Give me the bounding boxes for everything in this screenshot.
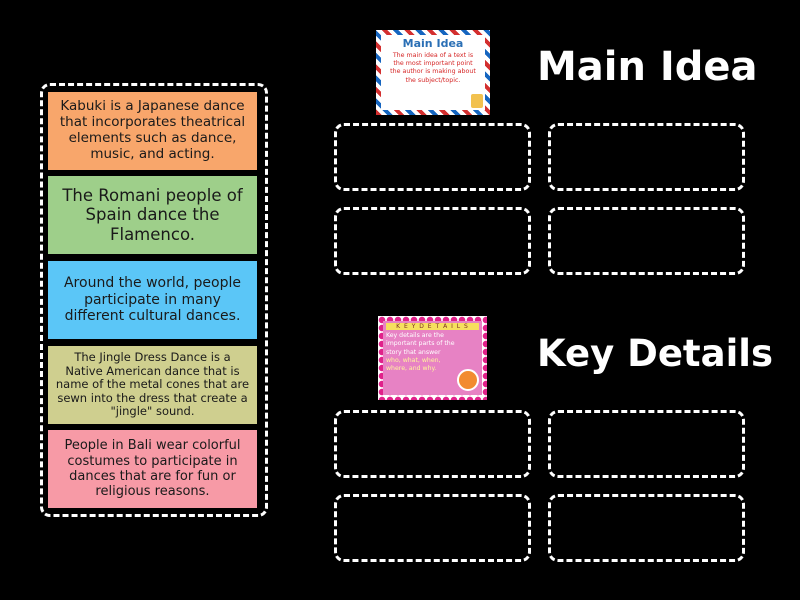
main-idea-thumbnail-line: the author is making about bbox=[390, 68, 476, 76]
main-idea-drop-slot-2[interactable] bbox=[548, 123, 745, 191]
character-icon bbox=[457, 369, 479, 391]
card-tray bbox=[40, 83, 268, 517]
key-details-drop-slot-4[interactable] bbox=[548, 494, 745, 562]
main-idea-drop-slot-3[interactable] bbox=[334, 207, 531, 275]
key-details-thumbnail-card: K E Y D E T A I L S Key details are the … bbox=[383, 321, 482, 395]
key-details-drop-slot-3[interactable] bbox=[334, 494, 531, 562]
main-idea-thumbnail-card: Main Idea The main idea of a text is the… bbox=[381, 35, 485, 110]
key-details-thumbnail-line: who, what, when, bbox=[386, 357, 441, 365]
draggable-card-jingle-dress[interactable]: The Jingle Dress Dance is a Native Ameri… bbox=[48, 346, 257, 424]
key-details-heading: Key Details bbox=[537, 332, 773, 375]
key-details-thumbnail-line: important parts of the bbox=[386, 340, 455, 348]
key-details-drop-slot-1[interactable] bbox=[334, 410, 531, 478]
key-details-letter-banner: K E Y D E T A I L S bbox=[386, 323, 479, 330]
key-details-thumbnail-line: Key details are the bbox=[386, 332, 444, 339]
draggable-card-kabuki[interactable]: Kabuki is a Japanese dance that incorpor… bbox=[48, 92, 257, 170]
key-details-thumbnail-line: where, and why. bbox=[386, 365, 437, 373]
key-details-drop-slot-2[interactable] bbox=[548, 410, 745, 478]
main-idea-thumbnail-line: the subject/topic. bbox=[405, 76, 461, 84]
pencil-icon bbox=[471, 94, 483, 108]
main-idea-drop-slot-1[interactable] bbox=[334, 123, 531, 191]
main-idea-heading: Main Idea bbox=[537, 44, 758, 90]
main-idea-thumbnail-title: Main Idea bbox=[402, 37, 464, 50]
key-details-thumbnail-line: story that answer bbox=[386, 348, 441, 356]
key-details-thumbnail: K E Y D E T A I L S Key details are the … bbox=[378, 316, 487, 400]
draggable-card-cultural-dances[interactable]: Around the world, people participate in … bbox=[48, 261, 257, 339]
main-idea-thumbnail-line: The main idea of a text is bbox=[392, 52, 474, 59]
main-idea-drop-slot-4[interactable] bbox=[548, 207, 745, 275]
draggable-card-flamenco[interactable]: The Romani people of Spain dance the Fla… bbox=[48, 176, 257, 254]
main-idea-thumbnail: Main Idea The main idea of a text is the… bbox=[376, 30, 490, 115]
draggable-card-bali[interactable]: People in Bali wear colorful costumes to… bbox=[48, 430, 257, 508]
main-idea-thumbnail-line: the most important point bbox=[393, 60, 473, 68]
